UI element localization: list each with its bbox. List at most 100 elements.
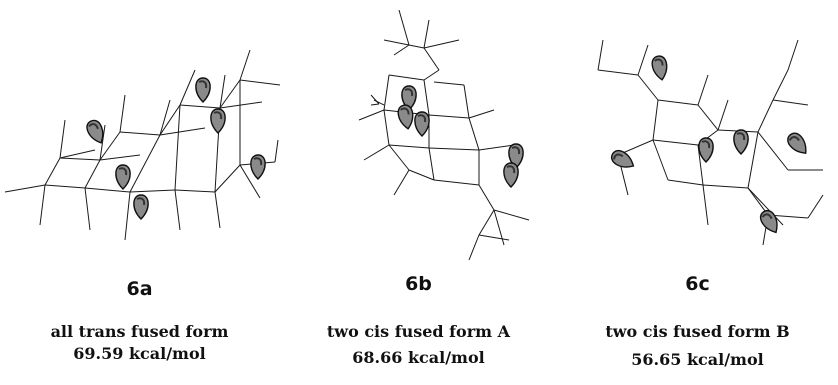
bond-line: [219, 79, 241, 109]
structure-panel-6a: 6a all trans fused form 69.59 kcal/mol: [0, 0, 281, 385]
orbital-lobe-icon: [195, 77, 211, 103]
bond-line: [637, 44, 649, 76]
structure-panel-6b: 6b two cis fused form A 68.66 kcal/mol: [279, 0, 558, 385]
molecule-6c-bonds: [597, 39, 824, 246]
bond-line: [717, 99, 729, 131]
molecule-6b-drawing: [358, 9, 530, 261]
bond-line: [388, 144, 430, 149]
bond-line: [99, 154, 141, 161]
bond-line: [239, 79, 281, 86]
bond-line: [159, 104, 181, 136]
bond-line: [383, 109, 390, 146]
bond-line: [383, 39, 425, 49]
bond-line: [468, 234, 480, 261]
bond-line: [468, 117, 480, 151]
bond-line: [652, 139, 669, 181]
bond-line: [652, 99, 659, 141]
bond-line: [124, 191, 131, 241]
orbital-lobe-icon: [503, 162, 519, 188]
structure-6c-description: two cis fused form B: [605, 322, 790, 341]
bond-line: [478, 209, 495, 236]
bond-line: [358, 109, 385, 121]
structure-6a-energy: 69.59 kcal/mol: [73, 344, 206, 363]
bond-line: [239, 49, 251, 81]
bond-line: [423, 47, 440, 71]
structure-6a-label: 6a: [126, 278, 153, 300]
orbital-lobe-icon: [133, 194, 149, 220]
orbital-lobe-icon: [86, 119, 104, 144]
bond-line: [59, 119, 66, 159]
bond-line: [463, 84, 470, 119]
bond-line: [129, 134, 161, 193]
bond-line: [388, 74, 425, 81]
bond-line: [159, 99, 171, 136]
bond-line: [657, 99, 699, 106]
bond-line: [274, 139, 279, 163]
bond-line: [219, 101, 263, 109]
bond-line: [702, 184, 709, 226]
bond-line: [219, 74, 226, 109]
bond-line: [423, 69, 440, 81]
bond-line: [697, 104, 719, 131]
molecule-6a-drawing: [4, 49, 281, 241]
orbital-lobe-icon: [414, 111, 430, 137]
bond-line: [174, 104, 181, 191]
structure-6a-description: all trans fused form: [50, 322, 229, 341]
structure-6b-description: two cis fused form A: [326, 322, 511, 341]
bond-line: [59, 157, 101, 161]
orbital-lobe-icon: [397, 104, 414, 130]
bond-line: [44, 184, 86, 189]
bond-line: [428, 114, 470, 119]
structure-6b-label: 6b: [405, 273, 432, 295]
bond-line: [787, 39, 799, 71]
bond-line: [652, 139, 699, 146]
bond-line: [179, 104, 221, 109]
orbital-lobe-icon: [651, 55, 668, 81]
bond-line: [433, 179, 480, 186]
bond-line: [772, 69, 789, 101]
bond-line: [370, 94, 380, 105]
bond-line: [119, 131, 161, 136]
bond-line: [697, 74, 709, 106]
bond-line: [478, 144, 515, 151]
bond-line: [433, 81, 465, 86]
bond-line: [99, 124, 106, 161]
bond-line: [772, 99, 809, 106]
molecule-6a-bonds: [4, 49, 281, 241]
bond-line: [59, 149, 96, 159]
bond-line: [388, 144, 410, 171]
bond-line: [637, 74, 659, 101]
orbital-lobe-icon: [759, 209, 778, 234]
bond-line: [757, 99, 774, 133]
bond-line: [747, 187, 784, 226]
bond-line: [129, 189, 176, 193]
bond-line: [493, 209, 505, 246]
bond-line: [84, 187, 91, 231]
structure-6c-label: 6c: [685, 273, 710, 295]
bond-line: [393, 44, 410, 56]
orbital-lobe-icon: [698, 137, 714, 163]
bond-line: [383, 74, 390, 111]
orbital-lobe-icon: [610, 149, 635, 168]
bond-line: [214, 164, 241, 193]
bond-line: [174, 189, 216, 193]
bond-line: [423, 39, 460, 49]
bond-line: [423, 19, 430, 49]
bond-line: [408, 169, 435, 181]
bond-line: [423, 79, 430, 116]
orbital-lobe-icon: [250, 154, 266, 180]
orbital-lobe-icon: [210, 108, 226, 134]
bond-line: [370, 103, 380, 106]
bond-line: [667, 179, 704, 186]
bond-line: [428, 147, 480, 151]
bond-line: [597, 39, 604, 71]
bond-line: [747, 131, 759, 189]
bond-line: [428, 147, 435, 181]
structure-6c-energy: 56.65 kcal/mol: [631, 350, 764, 369]
bond-line: [179, 69, 196, 106]
bond-line: [39, 184, 46, 226]
bond-line: [478, 234, 510, 241]
molecule-6b-bonds: [358, 9, 530, 261]
bond-line: [493, 209, 530, 221]
structure-6b-energy: 68.66 kcal/mol: [352, 348, 485, 367]
